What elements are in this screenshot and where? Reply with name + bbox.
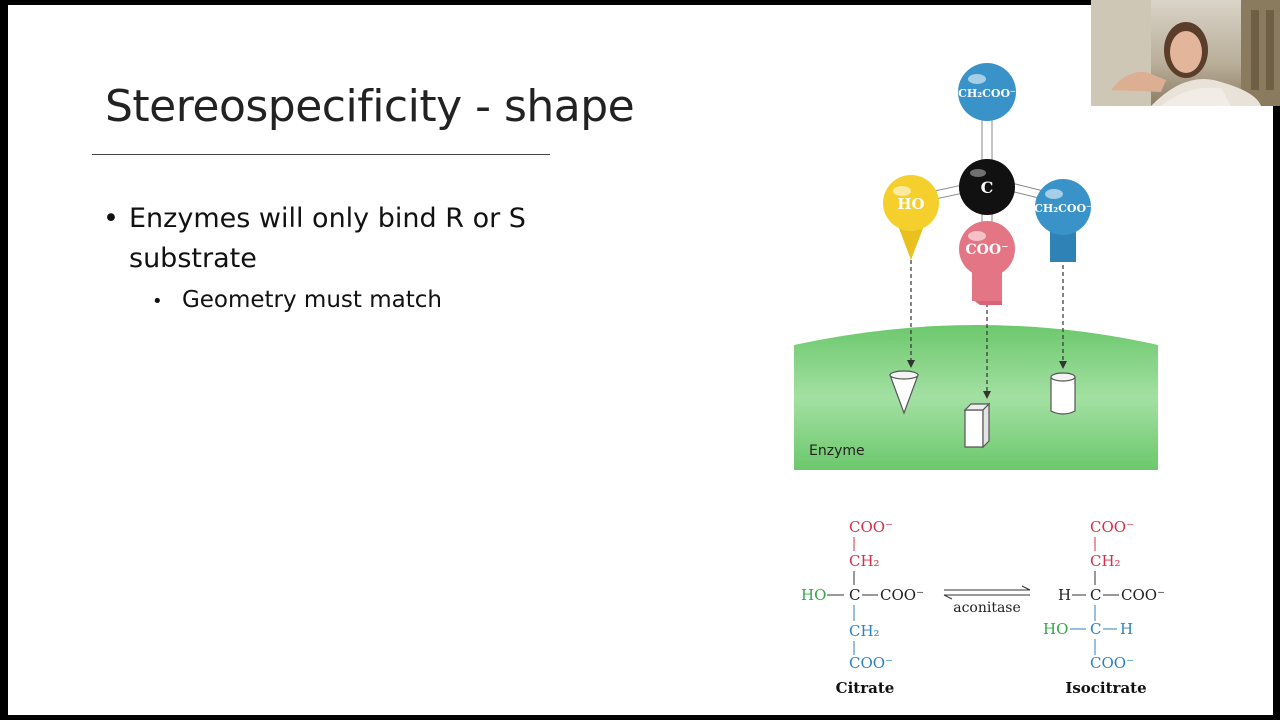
arrow-head-icon: [907, 360, 915, 368]
sub-bullet-text: Geometry must match: [181, 287, 442, 313]
ho-group-label: HO: [897, 195, 924, 213]
isocitrate-c2: C: [1090, 620, 1101, 638]
slide-canvas: Stereospecificity - shape • Enzymes will…: [8, 5, 1273, 715]
equilibrium-arrows-icon: [943, 585, 1031, 600]
stereospecificity-figure: Enzyme: [794, 55, 1174, 705]
ch2coo-right-label: CH₂COO⁻: [1034, 202, 1092, 215]
citrate-center-c: C: [849, 586, 860, 604]
coo-front-label: COO⁻: [966, 242, 1009, 258]
ch2coo-top-label: CH₂COO⁻: [958, 87, 1016, 100]
citrate-lower-ch2: CH₂: [849, 622, 880, 640]
citrate-structure: COO⁻ CH₂ HO C COO⁻ CH₂ COO⁻ Citrate: [801, 518, 924, 697]
carbon-label: C: [981, 178, 994, 197]
isocitrate-structure: COO⁻ CH₂ H C COO⁻ HO C H COO⁻ Isocitrate: [1043, 518, 1165, 697]
arrow-head-icon: [983, 391, 991, 399]
presenter-webcam: [1091, 0, 1280, 106]
citrate-upper-ch2: CH₂: [849, 552, 880, 570]
arrow-head-icon: [1059, 361, 1067, 369]
isocitrate-right-coo: COO⁻: [1121, 586, 1165, 604]
bullet-dot-icon: •: [152, 291, 163, 312]
title-divider: [92, 154, 550, 155]
isocitrate-top-coo: COO⁻: [1090, 518, 1134, 536]
enzyme-surface: [794, 325, 1158, 470]
aconitase-label: aconitase: [953, 600, 1021, 616]
isocitrate-bottom-coo: COO⁻: [1090, 654, 1134, 672]
enzyme-label: Enzyme: [809, 443, 865, 459]
isocitrate-c1: C: [1090, 586, 1101, 604]
cylinder-site-icon: [1050, 372, 1076, 415]
isocitrate-h-right: H: [1120, 620, 1133, 638]
citrate-bottom-coo: COO⁻: [849, 654, 893, 672]
citrate-ho: HO: [801, 586, 826, 604]
cone-site-icon: [889, 370, 919, 415]
molecule-diagram: Enzyme: [794, 63, 1165, 697]
isocitrate-ho: HO: [1043, 620, 1068, 638]
isocitrate-upper-ch2: CH₂: [1090, 552, 1121, 570]
citrate-name: Citrate: [836, 679, 895, 697]
bullet-text: Enzymes will only bind R or S substrate: [129, 203, 526, 274]
cube-site-icon: [963, 402, 991, 449]
isocitrate-h-left: H: [1058, 586, 1071, 604]
bullet-level2: • Geometry must match: [152, 284, 442, 318]
bullet-dot-icon: •: [103, 203, 119, 234]
citrate-top-coo: COO⁻: [849, 518, 893, 536]
bullet-level1: • Enzymes will only bind R or S substrat…: [103, 199, 623, 279]
citrate-right-coo: COO⁻: [880, 586, 924, 604]
presenter-video-image: [1091, 0, 1280, 106]
slide-title: Stereospecificity - shape: [105, 81, 635, 132]
isocitrate-name: Isocitrate: [1065, 679, 1146, 697]
